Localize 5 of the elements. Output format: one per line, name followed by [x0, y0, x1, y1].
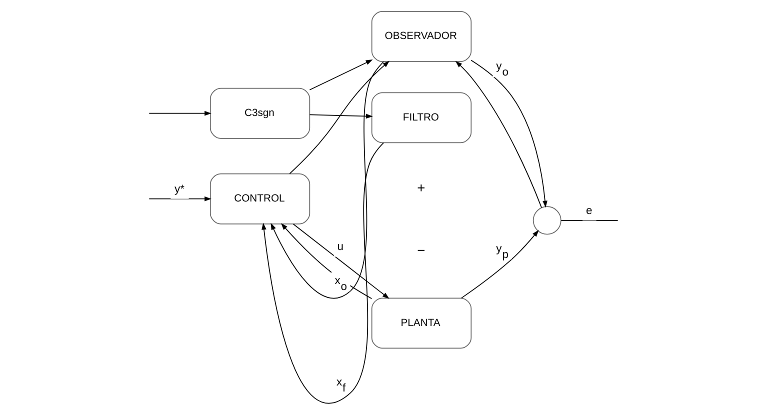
label: −: [416, 242, 425, 258]
label: +: [416, 180, 425, 196]
edge-label: u: [336, 241, 344, 254]
edge-label: e: [585, 204, 592, 217]
edge-label: y*: [174, 183, 184, 196]
